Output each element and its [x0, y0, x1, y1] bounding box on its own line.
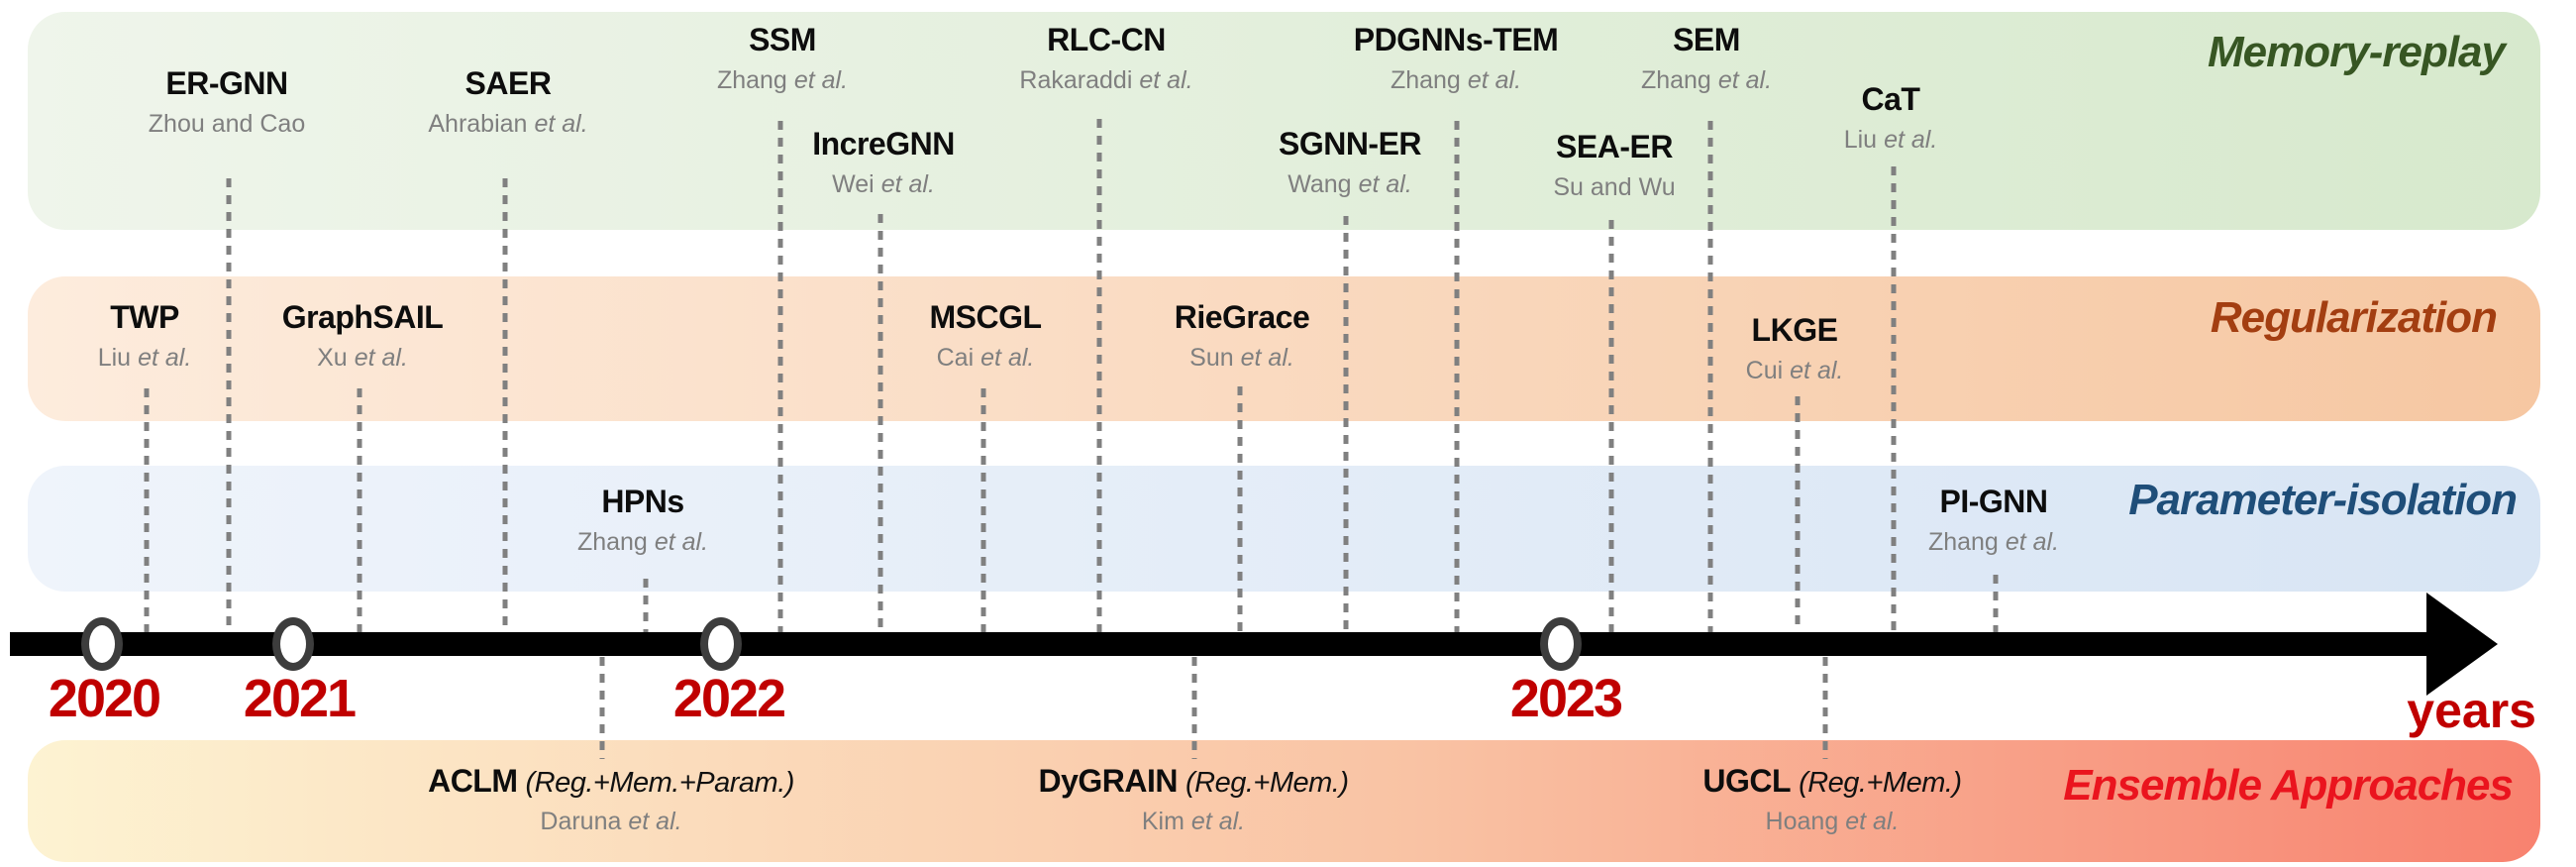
- timeline-marker-2020: [81, 617, 123, 671]
- band-parameter-isolation: [28, 466, 2540, 592]
- leader-line-aclm: [599, 657, 605, 759]
- band-memory-replay: [28, 12, 2540, 230]
- leader-line-incregnn: [877, 214, 883, 632]
- leader-line-saer: [502, 178, 508, 632]
- method-name: CaT: [1861, 81, 1920, 117]
- band-regularization: [28, 276, 2540, 421]
- leader-line-lkge: [1795, 396, 1801, 632]
- leader-line-sgnn-er: [1343, 216, 1349, 632]
- leader-line-twp: [144, 388, 150, 632]
- method-name: SEM: [1673, 22, 1740, 57]
- leader-line-pdgnns-tem: [1454, 121, 1460, 632]
- method-er-gnn: ER-GNN Zhou and Cao: [149, 65, 305, 139]
- leader-line-dygrain: [1191, 657, 1197, 759]
- category-label-regularization: Regularization: [2210, 293, 2498, 342]
- method-name: RLC-CN: [1047, 22, 1166, 57]
- method-name: ACLM(Reg.+Mem.+Param.): [428, 763, 794, 799]
- year-label-2023: 2023: [1509, 669, 1623, 728]
- category-label-memory-replay: Memory-replay: [2207, 28, 2506, 76]
- method-name: DyGRAIN(Reg.+Mem.): [1038, 763, 1349, 799]
- category-label-ensemble-approaches: Ensemble Approaches: [2063, 761, 2514, 810]
- method-name: PI-GNN: [1939, 484, 2049, 519]
- leader-line-sem: [1707, 121, 1713, 632]
- leader-line-mscgl: [980, 388, 986, 632]
- method-author: Su and Wu: [1553, 173, 1676, 202]
- leader-line-riegrace: [1237, 386, 1243, 632]
- method-name: SGNN-ER: [1278, 126, 1422, 162]
- method-name: SAER: [464, 65, 552, 101]
- method-name: IncreGNN: [812, 126, 955, 162]
- method-name: UGCL(Reg.+Mem.): [1702, 763, 1962, 799]
- category-label-parameter-isolation: Parameter-isolation: [2128, 476, 2518, 524]
- method-author: Zhou and Cao: [148, 110, 306, 139]
- timeline-axis: [10, 632, 2436, 656]
- method-name: GraphSAIL: [281, 299, 444, 335]
- year-label-2020: 2020: [48, 669, 161, 728]
- method-name: TWP: [110, 299, 179, 335]
- method-name: SEA-ER: [1556, 129, 1673, 164]
- method-name: SSM: [749, 22, 816, 57]
- leader-line-hpns: [643, 579, 649, 632]
- timeline-marker-2021: [272, 617, 314, 671]
- leader-line-ssm: [777, 121, 783, 632]
- leader-line-er-gnn: [226, 178, 232, 632]
- band-ensemble-approaches: [28, 740, 2540, 862]
- method-name: HPNs: [601, 484, 684, 519]
- timeline-marker-2023: [1540, 617, 1582, 671]
- leader-line-ugcl: [1822, 657, 1828, 759]
- leader-line-rlc-cn: [1096, 119, 1102, 632]
- leader-line-cat: [1891, 166, 1897, 632]
- year-label-2021: 2021: [243, 669, 357, 728]
- method-name: LKGE: [1751, 312, 1838, 348]
- leader-line-graphsail: [357, 388, 362, 632]
- method-sea-er: SEA-ER Su and Wu: [1553, 129, 1675, 202]
- timeline-arrowhead-icon: [2426, 593, 2498, 696]
- year-label-2022: 2022: [672, 669, 786, 728]
- axis-label-years: years: [2407, 683, 2536, 738]
- method-name: ER-GNN: [165, 65, 288, 101]
- method-name: PDGNNs-TEM: [1353, 22, 1559, 57]
- leader-line-sea-er: [1608, 220, 1614, 632]
- leader-line-pi-gnn: [1993, 575, 1999, 632]
- method-name: RieGrace: [1174, 299, 1310, 335]
- timeline-marker-2022: [700, 617, 742, 671]
- method-name: MSCGL: [929, 299, 1042, 335]
